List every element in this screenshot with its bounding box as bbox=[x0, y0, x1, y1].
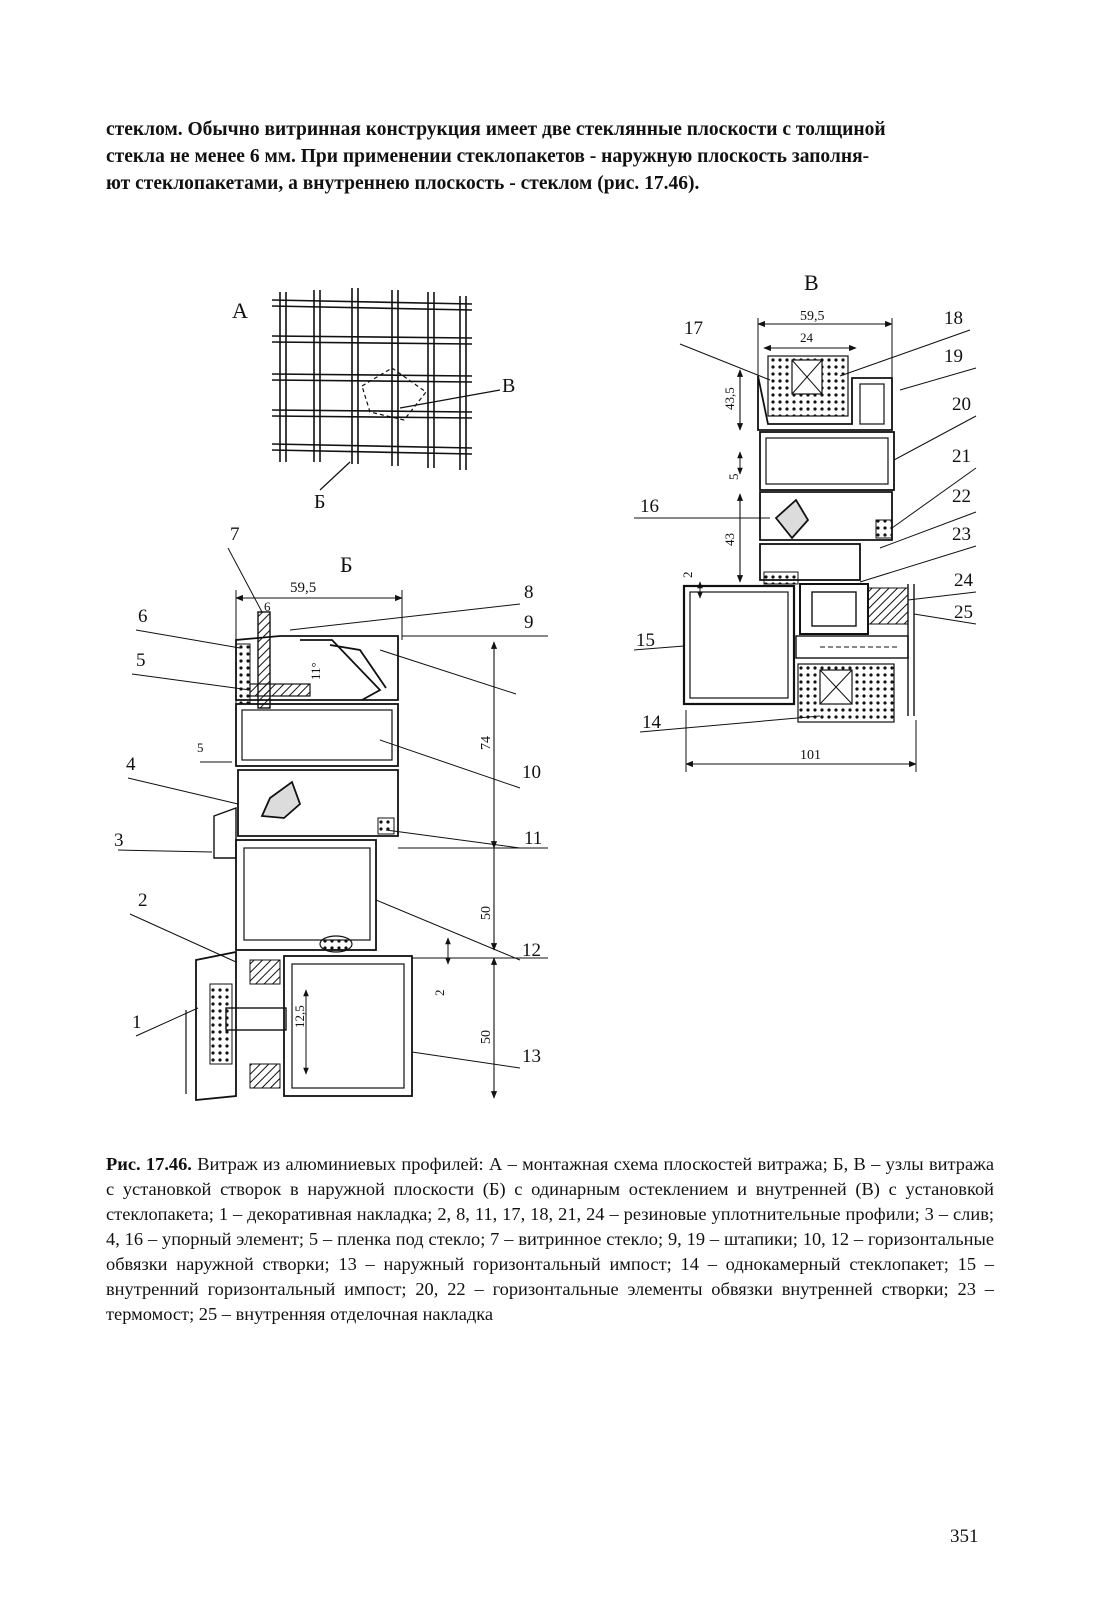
callout-22: 22 bbox=[952, 486, 971, 507]
callout-10: 10 bbox=[522, 762, 541, 783]
panel-v-callouts: 14 15 16 17 18 19 20 21 22 23 24 25 bbox=[636, 308, 974, 733]
callout-15: 15 bbox=[636, 630, 655, 651]
dim-gap2-b: 2 bbox=[432, 990, 447, 997]
callout-24: 24 bbox=[954, 570, 974, 591]
dim-total-v: 101 bbox=[800, 748, 821, 763]
callout-11: 11 bbox=[524, 828, 542, 849]
callout-20: 20 bbox=[952, 394, 971, 415]
figure-caption: Рис. 17.46. Витраж из алюминиевых профил… bbox=[106, 1152, 994, 1327]
dim-h50a-b: 50 bbox=[479, 906, 494, 920]
page-number: 351 bbox=[950, 1526, 979, 1547]
callout-6: 6 bbox=[138, 606, 148, 627]
figure-17-46: А В Б Б 59,5 6 bbox=[114, 270, 977, 1101]
dim-h43-v: 43 bbox=[722, 533, 737, 546]
callout-18: 18 bbox=[944, 308, 963, 329]
callout-17: 17 bbox=[684, 318, 703, 339]
panel-a-node-b-label: Б bbox=[314, 491, 325, 513]
dim-h50b-b: 50 bbox=[479, 1030, 494, 1044]
panel-b-title: Б bbox=[340, 552, 353, 577]
panel-a-node-v-label: В bbox=[502, 375, 515, 397]
dim-gap-v: 5 bbox=[726, 474, 741, 481]
dim-angle-b: 11° bbox=[308, 662, 323, 680]
callout-9: 9 bbox=[524, 612, 534, 633]
callout-3: 3 bbox=[114, 830, 124, 851]
panel-v-section: В 59,5 24 bbox=[633, 270, 977, 772]
caption-lead: Рис. 17.46. bbox=[106, 1154, 192, 1174]
intro-line: стекла не менее 6 мм. При применении сте… bbox=[106, 146, 870, 167]
panel-a-scheme: А В Б bbox=[232, 288, 515, 513]
intro-paragraph: стеклом. Обычно витринная конструкция им… bbox=[106, 116, 994, 197]
callout-14: 14 bbox=[642, 712, 662, 733]
dim-h74-b: 74 bbox=[479, 736, 494, 750]
panel-b-section: Б 59,5 6 11° 5 bbox=[117, 547, 548, 1101]
caption-text: Витраж из алюминиевых профилей: А – монт… bbox=[106, 1154, 994, 1324]
callout-16: 16 bbox=[640, 496, 659, 517]
panel-a-label: А bbox=[232, 298, 248, 323]
callout-8: 8 bbox=[524, 582, 534, 603]
callout-25: 25 bbox=[954, 602, 973, 623]
dim-gap2-v: 2 bbox=[680, 572, 695, 579]
callout-21: 21 bbox=[952, 446, 971, 467]
dim-unit-v: 24 bbox=[800, 330, 814, 345]
dim-width-b: 59,5 bbox=[290, 580, 316, 596]
panel-v-title: В bbox=[804, 270, 819, 295]
callout-12: 12 bbox=[522, 940, 541, 961]
callout-2: 2 bbox=[138, 890, 148, 911]
callout-5: 5 bbox=[136, 650, 146, 671]
callout-23: 23 bbox=[952, 524, 971, 545]
dim-width-v: 59,5 bbox=[800, 309, 825, 324]
callout-1: 1 bbox=[132, 1012, 142, 1033]
intro-line: ют стеклопакетами, а внутреннею плоскост… bbox=[106, 173, 700, 194]
callout-13: 13 bbox=[522, 1046, 541, 1067]
dim-d12-b: 12,5 bbox=[292, 1005, 307, 1028]
dim-glass-b: 6 bbox=[264, 599, 271, 614]
callout-19: 19 bbox=[944, 346, 963, 367]
dim-h43-5-v: 43,5 bbox=[722, 387, 737, 410]
callout-7: 7 bbox=[230, 524, 240, 545]
grid-horizontals bbox=[271, 299, 473, 455]
intro-line: стеклом. Обычно витринная конструкция им… bbox=[106, 119, 886, 140]
panel-b-callouts: 1 2 3 4 5 6 7 8 9 10 11 12 13 bbox=[114, 524, 542, 1067]
callout-4: 4 bbox=[126, 754, 136, 775]
dim-gap-b: 5 bbox=[197, 740, 204, 755]
grid-verticals bbox=[279, 288, 467, 470]
